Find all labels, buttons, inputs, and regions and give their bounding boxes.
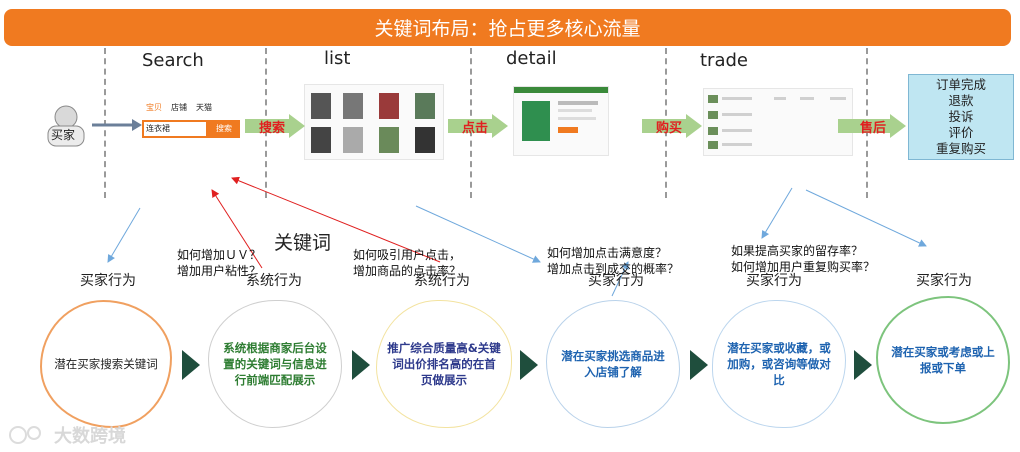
- step-text: 潜在买家挑选商品进入店铺了解: [561, 349, 665, 379]
- stage-trade: trade: [700, 50, 748, 71]
- detail-page-thumbnail: [513, 86, 609, 156]
- step-4-browse-store: 潜在买家挑选商品进入店铺了解: [546, 300, 680, 428]
- search-button[interactable]: 搜索: [208, 120, 240, 138]
- question-uv: 如何增加ＵＶ？ 增加用户粘性？: [177, 247, 261, 279]
- trade-page-thumbnail: [703, 88, 853, 156]
- flow-label-buy: 购买: [655, 120, 682, 136]
- step-3-promotion-display: 推广综合质量高&关键词出价排名高的在首页做展示: [376, 300, 512, 428]
- question-line: 如何增加用户重复购买率？: [731, 260, 876, 274]
- result-line: 订单完成: [935, 77, 986, 92]
- behavior-label-2: 系统行为: [246, 273, 302, 289]
- question-retention: 如果提高买家的留存率？ 如何增加用户重复购买率？: [731, 243, 875, 275]
- search-input[interactable]: 连衣裙: [142, 120, 208, 138]
- step-6-order: 潜在买家或考虑或上报或下单: [876, 296, 1010, 424]
- chevron-right-icon: [690, 350, 708, 380]
- stage-list: list: [324, 48, 351, 69]
- chevron-right-icon: [520, 350, 538, 380]
- step-text: 潜在买家或考虑或上报或下单: [891, 345, 995, 375]
- stage-detail: detail: [506, 48, 557, 69]
- question-line: 如果提高买家的留存率？: [731, 244, 864, 258]
- behavior-label-3: 系统行为: [414, 273, 470, 289]
- person-icon: [47, 105, 85, 147]
- watermark-text: 大数跨境: [54, 426, 126, 447]
- buyer-avatar: 买家: [45, 104, 87, 148]
- watermark-logo-icon: [9, 426, 41, 444]
- chevron-right-icon: [854, 350, 872, 380]
- result-line: 投诉: [948, 109, 974, 124]
- step-text: 推广综合质量高&关键词出价排名高的在首页做展示: [387, 341, 501, 387]
- question-line: 如何增加点击满意度？: [547, 246, 668, 260]
- search-tab-3[interactable]: 天猫: [196, 103, 212, 112]
- buyer-label: 买家: [51, 128, 76, 142]
- title-banner: 关键词布局：抢占更多核心流量: [4, 9, 1011, 46]
- after-sale-result-box: 订单完成 退款 投诉 评价 重复购买: [908, 74, 1014, 160]
- step-1-search-keyword: 潜在买家搜索关键词: [40, 300, 172, 428]
- result-line: 重复购买: [935, 141, 986, 156]
- step-text: 系统根据商家后台设置的关键词与信息进行前端匹配展示: [223, 341, 327, 387]
- behavior-label-6: 买家行为: [916, 273, 972, 289]
- step-2-system-match: 系统根据商家后台设置的关键词与信息进行前端匹配展示: [208, 300, 342, 428]
- watermark: 大数跨境: [8, 422, 126, 448]
- step-5-compare: 潜在买家或收藏，或加购，或咨询等做对比: [712, 300, 846, 428]
- buyer-arrow: [92, 119, 142, 131]
- question-line: 增加点击到成交的概率？: [547, 262, 680, 276]
- behavior-label-5: 买家行为: [746, 273, 802, 289]
- question-line: 增加用户粘性？: [177, 264, 262, 278]
- question-line: 增加商品的点击率？: [353, 264, 462, 278]
- search-tab-2[interactable]: 店铺: [171, 103, 187, 112]
- behavior-label-1: 买家行为: [80, 273, 136, 289]
- keyword-label: 关键词: [274, 232, 332, 254]
- search-tab-1[interactable]: 宝贝: [146, 103, 162, 112]
- result-line: 评价: [948, 125, 974, 140]
- flow-label-aftersale: 售后: [859, 120, 886, 136]
- question-conversion: 如何增加点击满意度？ 增加点击到成交的概率？: [547, 245, 679, 277]
- chevron-right-icon: [352, 350, 370, 380]
- list-page-thumbnail: [304, 84, 444, 160]
- step-text: 潜在买家搜索关键词: [54, 357, 158, 371]
- result-line: 退款: [948, 93, 974, 108]
- step-text: 潜在买家或收藏，或加购，或咨询等做对比: [727, 341, 831, 387]
- question-line: 如何吸引用户点击，: [353, 248, 462, 262]
- flow-label-search: 搜索: [258, 120, 285, 136]
- flow-label-click: 点击: [461, 120, 488, 136]
- search-box: 宝贝 店铺 天猫 连衣裙 搜索: [142, 102, 242, 142]
- divider-1: [104, 48, 106, 198]
- stage-search: Search: [142, 50, 204, 71]
- chevron-right-icon: [182, 350, 200, 380]
- question-ctr: 如何吸引用户点击， 增加商品的点击率？: [353, 247, 461, 279]
- banner-title: 关键词布局：抢占更多核心流量: [374, 18, 641, 40]
- behavior-label-4: 买家行为: [588, 273, 644, 289]
- question-line: 如何增加ＵＶ？: [177, 248, 262, 262]
